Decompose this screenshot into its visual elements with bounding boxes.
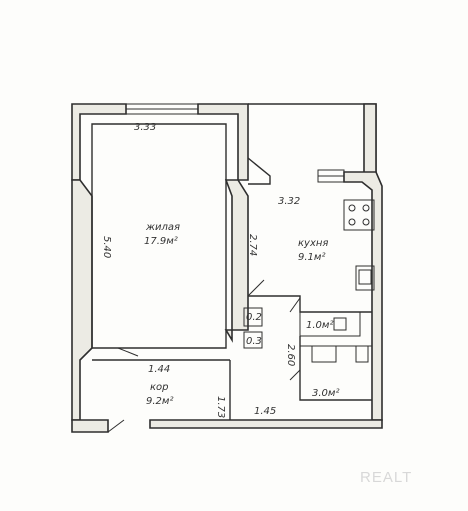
dim-closet-b: 0.3 <box>246 336 262 347</box>
door-arcs <box>107 279 301 433</box>
room-living-area: 17.9м² <box>144 236 178 247</box>
walls <box>71 103 383 433</box>
dim-corridor-width: 1.44 <box>148 364 170 375</box>
watermark: REALT <box>360 469 412 486</box>
dim-corridor-depth: 1.73 <box>215 396 226 418</box>
dim-bath-width: 1.45 <box>254 406 276 417</box>
room-corridor-name: кор <box>150 382 169 393</box>
room-wc-area: 1.0м² <box>306 320 333 331</box>
room-bath-area: 3.0м² <box>312 388 339 399</box>
sink-icon <box>355 265 375 291</box>
room-kitchen-name: кухня <box>298 238 328 249</box>
dim-closet-a: 0.2 <box>246 312 262 323</box>
room-kitchen-area: 9.1м² <box>298 252 325 263</box>
room-corridor-area: 9.2м² <box>146 396 173 407</box>
stove-icon <box>343 199 375 231</box>
dim-bath-length: 2.60 <box>285 344 296 366</box>
dim-living-width: 3.33 <box>134 122 156 133</box>
room-living-name: жилая <box>145 222 180 233</box>
dim-kitchen-width: 3.32 <box>278 196 300 207</box>
dim-living-length: 5.40 <box>101 236 112 258</box>
dim-kitchen-length: 2.74 <box>247 234 258 256</box>
